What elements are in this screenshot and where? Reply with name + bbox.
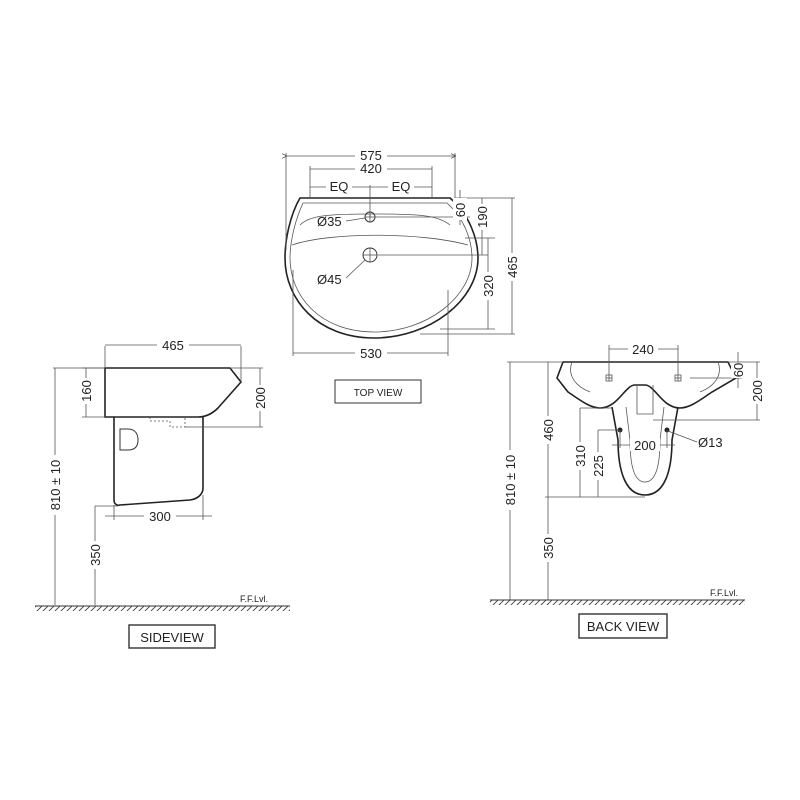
dim-575: 575 [360, 148, 382, 163]
back-floor-label: F.F.Lvl. [710, 588, 738, 598]
back-dim-810: 810 ± 10 [503, 455, 518, 506]
back-dim-dia-13: Ø13 [698, 435, 723, 450]
side-view: 465 160 200 810 ± 10 300 350 F.F.Lvl. [35, 338, 290, 649]
side-dim-465: 465 [162, 338, 184, 353]
top-view-title: TOP VIEW [354, 388, 403, 399]
back-dim-460: 460 [541, 419, 556, 441]
side-dim-200: 200 [253, 387, 268, 409]
dim-320: 320 [481, 275, 496, 297]
back-dim-310: 310 [573, 445, 588, 467]
dim-eq-left: EQ [330, 179, 349, 194]
back-dim-225: 225 [591, 455, 606, 477]
dim-530: 530 [360, 346, 382, 361]
side-view-title: SIDEVIEW [140, 630, 204, 645]
side-dim-160: 160 [79, 380, 94, 402]
dim-eq-right: EQ [392, 179, 411, 194]
side-dim-350: 350 [88, 544, 103, 566]
dim-dia-35: Ø35 [317, 214, 342, 229]
dim-420: 420 [360, 161, 382, 176]
back-dim-60: 60 [731, 363, 746, 377]
dim-dia-45: Ø45 [317, 272, 342, 287]
dim-190: 190 [475, 206, 490, 228]
back-dim-240: 240 [632, 342, 654, 357]
back-dim-350: 350 [541, 537, 556, 559]
back-view: 240 60 200 810 ± 10 460 310 225 [490, 342, 765, 639]
dim-60: 60 [453, 203, 468, 217]
back-dim-200-span: 200 [634, 438, 656, 453]
side-dim-300: 300 [149, 509, 171, 524]
back-view-title: BACK VIEW [587, 619, 660, 634]
top-view: 575 420 EQ EQ Ø35 Ø45 60 190 320 [285, 147, 520, 404]
back-dim-200: 200 [750, 380, 765, 402]
side-dim-810: 810 ± 10 [48, 460, 63, 511]
dim-465-top: 465 [505, 256, 520, 278]
side-floor-label: F.F.Lvl. [240, 594, 268, 604]
